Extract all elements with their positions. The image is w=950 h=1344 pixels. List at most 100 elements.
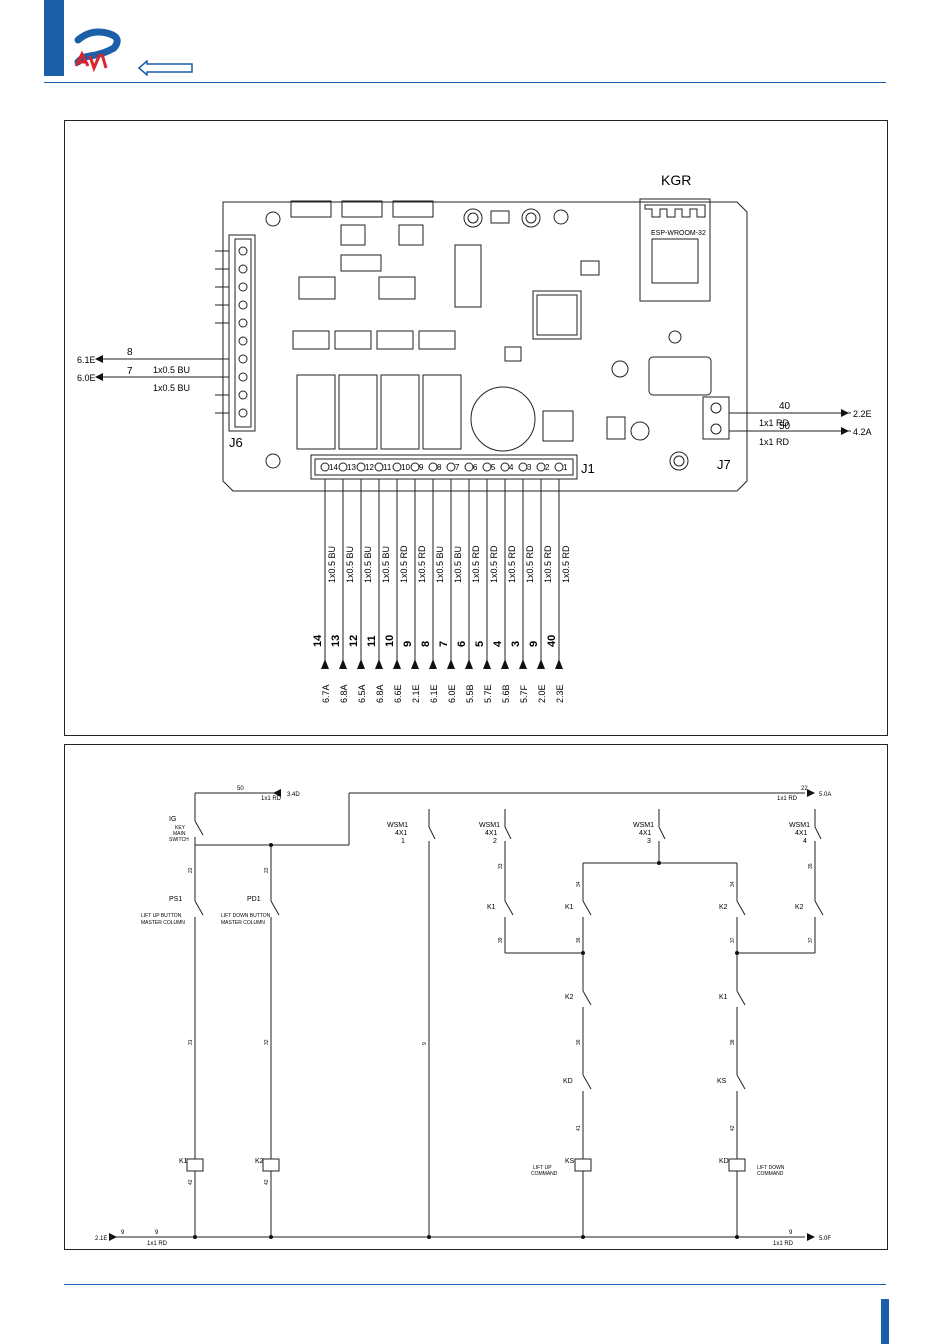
pd1-desc: LIFT DOWN BUTTON bbox=[221, 913, 271, 919]
ig-desc: MAIN bbox=[173, 831, 186, 837]
wire-number: 31 bbox=[188, 1039, 194, 1045]
ps1-label: PS1 bbox=[169, 896, 182, 903]
j7-wire-num: 50 bbox=[779, 421, 791, 432]
j1-wire-num: 14 bbox=[312, 634, 324, 647]
j1-wire-ref: 2.1E bbox=[411, 684, 421, 703]
j1-wire-ref: 6.0E bbox=[447, 684, 457, 703]
brand-logo bbox=[74, 28, 121, 73]
wsm-label: WSM1 bbox=[789, 822, 810, 829]
j1-pin-number: 10 bbox=[401, 463, 410, 472]
wire-number: 42 bbox=[188, 1179, 194, 1185]
j1-pin-number: 1 bbox=[563, 463, 568, 472]
j1-wire-ref: 2.0E bbox=[537, 684, 547, 703]
wire-number: 9 bbox=[422, 1042, 428, 1045]
j1-wire-ref: 6.6E bbox=[393, 684, 403, 703]
j1-wire-ref: 6.1E bbox=[429, 684, 439, 703]
ps1-desc: LIFT UP BUTTON bbox=[141, 913, 182, 919]
wire-number: 33 bbox=[498, 863, 504, 869]
top-left-wire-num: 50 bbox=[237, 786, 244, 792]
j1-wire-ref: 5.7F bbox=[519, 684, 529, 703]
j1-wire-ref: 2.3E bbox=[555, 684, 565, 703]
j1-wire-ref: 5.5B bbox=[465, 684, 475, 703]
j1-wire-num: 13 bbox=[330, 635, 342, 647]
j1-pin-number: 12 bbox=[365, 463, 374, 472]
j1-wire-cable: 1x0.5 RD bbox=[489, 545, 499, 583]
j1-wire-num: 8 bbox=[420, 641, 432, 647]
j1-wire-num: 7 bbox=[438, 641, 450, 647]
top-left-wire-ref: 3.4D bbox=[287, 792, 300, 798]
wsm-sub: 4X1 bbox=[795, 830, 808, 837]
wire-number: 42 bbox=[730, 1125, 736, 1131]
contact-label: K1 bbox=[565, 904, 574, 911]
wire-number: 22 bbox=[264, 867, 270, 873]
coil-label: K1 bbox=[179, 1158, 188, 1165]
board-diagram: KGR ESP-WROOM-32 J6 J7 J1 8 1x0.5 BU 6.1… bbox=[77, 172, 872, 703]
coil-desc: LIFT UP bbox=[533, 1165, 552, 1171]
wsm-index: 4 bbox=[803, 838, 807, 845]
coil-label: K2 bbox=[255, 1158, 264, 1165]
j7-wire-ref: 4.2A bbox=[853, 427, 872, 437]
wire-number: 38 bbox=[730, 1039, 736, 1045]
j1-wire-cable: 1x0.5 RD bbox=[471, 545, 481, 583]
j7-wire-ref: 2.2E bbox=[853, 409, 872, 419]
top-right-wire-ref: 5.0A bbox=[819, 792, 831, 798]
ig-desc: KEY bbox=[175, 825, 186, 831]
bottom-left-wire-cable: 1x1 RD bbox=[147, 1241, 168, 1247]
wire-number: 41 bbox=[576, 1125, 582, 1131]
top-right-wire-num: 22 bbox=[801, 786, 808, 792]
contact-label: K2 bbox=[719, 904, 728, 911]
j1-wire-cable: 1x0.5 BU bbox=[381, 546, 391, 583]
contact-label: K2 bbox=[565, 994, 574, 1001]
wsm-sub: 4X1 bbox=[639, 830, 652, 837]
wire-number: 37 bbox=[808, 937, 814, 943]
ladder-schematic-panel: 50 1x1 RD 3.4D 22 1x1 RD 5.0A 2.1E 9 9 1… bbox=[64, 744, 888, 1250]
j1-wire-cable: 1x0.5 BU bbox=[453, 546, 463, 583]
j1-wire-ref: 5.7E bbox=[483, 684, 493, 703]
j1-wire-num: 12 bbox=[348, 635, 360, 647]
j1-pin-number: 13 bbox=[347, 463, 356, 472]
wsm-label: WSM1 bbox=[387, 822, 408, 829]
header-blue-bar bbox=[44, 0, 64, 76]
footer-rule bbox=[64, 1284, 886, 1285]
j1-wire-ref: 5.6B bbox=[501, 684, 511, 703]
header-rule bbox=[44, 82, 886, 83]
wire-number: 37 bbox=[730, 937, 736, 943]
wire-number: 35 bbox=[808, 863, 814, 869]
j1-pin-number: 6 bbox=[473, 463, 478, 472]
j1-wire-num: 5 bbox=[474, 641, 486, 647]
top-left-wire-cable: 1x1 RD bbox=[261, 796, 282, 802]
j7-wire-cable: 1x1 RD bbox=[759, 418, 790, 428]
wsm-index: 3 bbox=[647, 838, 651, 845]
wsm-label: WSM1 bbox=[479, 822, 500, 829]
j1-wire-ref: 6.5A bbox=[357, 684, 367, 703]
j1-wire-ref: 6.8A bbox=[339, 684, 349, 703]
bottom-right-wire-ref: 5.0F bbox=[819, 1236, 831, 1242]
j6-wire-ref: 6.0E bbox=[77, 373, 96, 383]
j6-wire-cable: 1x0.5 BU bbox=[153, 365, 190, 375]
bottom-right-wire-num: 9 bbox=[789, 1230, 793, 1236]
j1-pin-number: 7 bbox=[455, 463, 460, 472]
j1-wire-cable: 1x0.5 RD bbox=[525, 545, 535, 583]
ps1-desc: MASTER COLUMN bbox=[141, 920, 185, 926]
j7-label: J7 bbox=[717, 457, 731, 472]
j1-wire-cable: 1x0.5 RD bbox=[417, 545, 427, 583]
j6-wire-ref: 6.1E bbox=[77, 355, 96, 365]
esp-module-label: ESP-WROOM-32 bbox=[651, 230, 706, 237]
j1-wire-ref: 6.7A bbox=[321, 684, 331, 703]
wire-number: 36 bbox=[576, 937, 582, 943]
wire-number: 34 bbox=[576, 881, 582, 887]
board-title: KGR bbox=[661, 172, 691, 188]
j1-pin-number: 11 bbox=[383, 463, 392, 472]
wsm-sub: 4X1 bbox=[485, 830, 498, 837]
bottom-left-wire-ref: 2.1E bbox=[95, 1236, 107, 1242]
coil-desc: LIFT DOWN bbox=[757, 1165, 785, 1171]
j1-wire-cable: 1x0.5 BU bbox=[435, 546, 445, 583]
wsm-label: WSM1 bbox=[633, 822, 654, 829]
j1-pin-number: 4 bbox=[509, 463, 514, 472]
j1-pin-number: 9 bbox=[419, 463, 424, 472]
j6-label: J6 bbox=[229, 435, 243, 450]
back-arrow-icon[interactable] bbox=[138, 60, 194, 76]
contact-label: K2 bbox=[795, 904, 804, 911]
j1-pin-number: 2 bbox=[545, 463, 550, 472]
wire-number: 36 bbox=[576, 1039, 582, 1045]
